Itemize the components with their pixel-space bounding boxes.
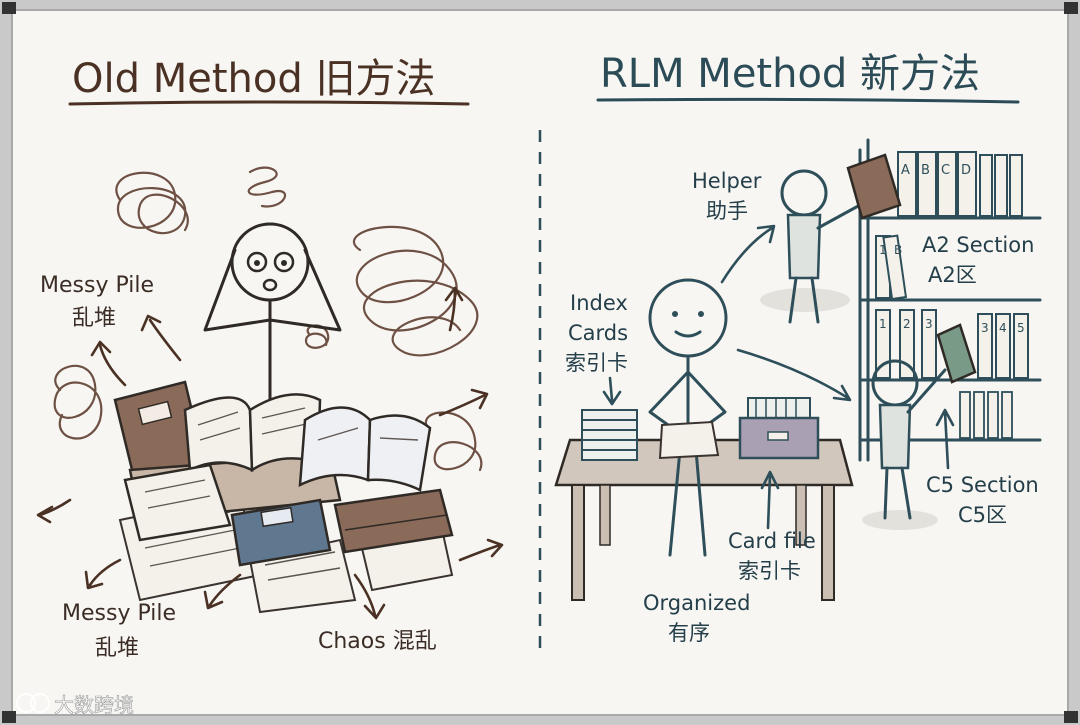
messy-pile-label-top-zh: 乱堆 — [72, 306, 116, 331]
shelf-row3-label-1: 1 — [879, 317, 887, 331]
messy-pile-label-bottom-en: Messy Pile — [62, 601, 176, 626]
book-held-bottom — [936, 323, 977, 384]
frame-corner-br — [1064, 711, 1078, 723]
shelf-label-d: D — [961, 163, 971, 178]
left-eye — [246, 251, 268, 273]
shelf-row3-label-5: 5 — [1017, 321, 1025, 335]
shelf-label-a: A — [901, 163, 910, 178]
watermark-text: 大数跨境 — [54, 693, 134, 717]
helper-stick-figure-small — [862, 323, 977, 530]
shelf-label-b: B — [921, 163, 930, 178]
old-title-underline — [68, 100, 470, 106]
card-file-label-zh: 索引卡 — [738, 559, 801, 583]
index-card-stack — [581, 409, 638, 461]
rlm-method-title: RLM Method 新方法 — [600, 51, 980, 97]
messy-book-pile — [113, 380, 454, 614]
c5-section-label-zh: C5区 — [958, 503, 1007, 527]
frame-corner-bl — [2, 711, 16, 723]
index-cards-label-en-2: Cards — [568, 321, 628, 345]
helper-stick-figure — [760, 153, 902, 324]
shelf-row2-label-1: 1 — [879, 243, 887, 257]
organized-stick-figure — [648, 278, 728, 557]
book-brown-right — [333, 488, 454, 554]
flow-arrows — [602, 224, 955, 530]
card-file-label-en: Card file — [728, 529, 816, 553]
helper-label-en: Helper — [692, 169, 762, 193]
shelf-row2-label-b: B — [894, 243, 902, 257]
open-book-right — [298, 406, 372, 488]
chaos-arrows — [36, 286, 504, 620]
index-cards-label-zh: 索引卡 — [565, 351, 628, 375]
shelf-label-c: C — [941, 163, 950, 178]
c5-section-label-en: C5 Section — [926, 473, 1039, 497]
shelf-row3-label-3a: 3 — [925, 317, 933, 331]
watermark-logo-icon — [16, 693, 36, 713]
rlm-title-underline — [596, 97, 1020, 104]
watermark: 大数跨境 — [16, 693, 134, 717]
stressed-stick-figure — [203, 222, 342, 402]
organized-label-en: Organized — [643, 591, 750, 615]
a2-section-label-en: A2 Section — [922, 233, 1034, 257]
frame-corner-tl — [2, 2, 16, 14]
book-held-top — [846, 153, 902, 220]
index-cards-label-en-1: Index — [570, 291, 628, 315]
old-method-title: Old Method 旧方法 — [72, 56, 435, 102]
right-eye — [273, 251, 295, 273]
helper-label-zh: 助手 — [706, 199, 748, 223]
bookshelf: A B C D 1 B 1 2 3 3 4 5 — [858, 138, 1042, 462]
shelf-row3-label-2: 2 — [903, 317, 911, 331]
shelf-row3-label-4: 4 — [999, 321, 1007, 335]
a2-section-label-zh: A2区 — [928, 263, 977, 287]
book-blue — [230, 498, 332, 567]
messy-pile-label-bottom-zh: 乱堆 — [95, 636, 139, 661]
chaos-label: Chaos 混乱 — [318, 629, 437, 654]
shelf-row3-label-3b: 3 — [981, 321, 989, 335]
frame-corner-tr — [1064, 2, 1078, 14]
organized-label-zh: 有序 — [668, 621, 710, 645]
messy-pile-label-top-en: Messy Pile — [40, 273, 154, 298]
card-file-box — [738, 397, 820, 460]
